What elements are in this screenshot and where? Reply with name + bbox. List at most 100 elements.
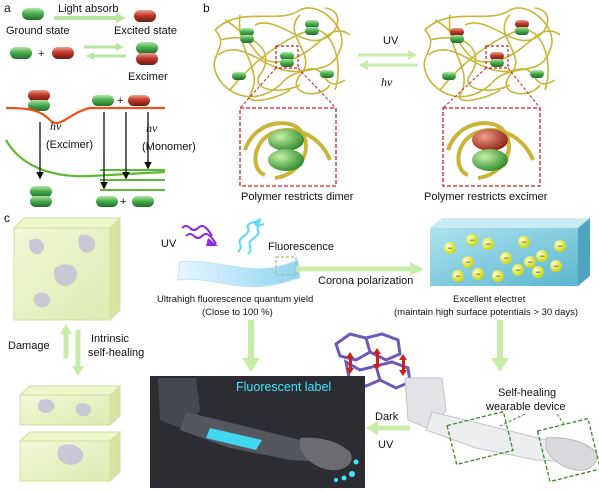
wearable-box-2 xyxy=(536,417,599,483)
monomer-transition-label: (Monomer) xyxy=(142,141,196,153)
negative-charge-icon xyxy=(482,238,494,250)
excimer-inset-top-icon xyxy=(472,129,508,151)
charge-sign: − xyxy=(448,243,453,253)
ground-molecule-icon xyxy=(10,47,32,59)
negative-charge-icon xyxy=(452,270,464,282)
dimer-inset-bottom-icon xyxy=(268,149,304,171)
charge-sign: − xyxy=(470,235,475,245)
panel-b-hv-label: hν xyxy=(381,75,393,89)
charge-sign: − xyxy=(528,257,533,267)
ground-monomer-plus: + xyxy=(120,196,126,208)
dark-label: Dark xyxy=(375,411,399,423)
ground-energy-curve xyxy=(5,139,166,178)
excimer-right-4-icon xyxy=(515,27,529,35)
excimer-molecule-top-icon xyxy=(136,53,158,65)
zoom-lines-right xyxy=(442,67,541,109)
charge-sign: − xyxy=(558,241,563,251)
ground-monomer-1-icon xyxy=(96,196,118,207)
negative-charge-icon xyxy=(518,236,530,248)
charge-sign: − xyxy=(522,237,527,247)
film-zoom-box xyxy=(275,256,297,276)
charge-sign: − xyxy=(496,271,501,281)
fluorescence-wave-icon xyxy=(237,221,265,255)
excimer-right-3-icon xyxy=(515,20,529,28)
electret-line2: (maintain high surface potentials > 30 d… xyxy=(394,307,578,318)
ground-state-label: Ground state xyxy=(6,25,70,37)
charge-group: −−−−−−−−−−−−−−− xyxy=(444,234,566,282)
charge-sign: − xyxy=(504,253,509,263)
negative-charge-icon xyxy=(466,234,478,246)
monomer-red-icon xyxy=(128,95,150,106)
dimer-left-1-icon xyxy=(240,28,254,36)
ground-dimer-bottom-icon xyxy=(30,196,52,207)
panel-c-letter: c xyxy=(4,211,10,225)
charge-sign: − xyxy=(466,257,471,267)
fluorescent-film xyxy=(177,259,301,288)
negative-charge-icon xyxy=(536,250,548,262)
plus-sign: + xyxy=(38,48,44,60)
excimer-molecule-bottom-icon xyxy=(136,42,158,54)
panel-b-letter: b xyxy=(203,1,210,15)
arm-light-image xyxy=(404,377,598,471)
negative-charge-icon xyxy=(444,242,456,254)
charge-sign: − xyxy=(554,261,559,271)
excimer-upper-green-icon xyxy=(28,100,50,111)
panel-b-uv-label: UV xyxy=(383,35,399,47)
charge-sign: − xyxy=(486,239,491,249)
stacking-arrows xyxy=(346,348,407,376)
dimer-left-8-icon xyxy=(320,70,334,78)
elastomer-cube-pristine xyxy=(12,216,122,322)
monomer-green-icon xyxy=(92,95,114,106)
elastomer-cut-piece-bottom xyxy=(18,430,122,483)
damage-label: Damage xyxy=(8,340,50,352)
intrinsic-label-line2: self-healing xyxy=(88,347,144,359)
monomer-plus: + xyxy=(117,95,123,107)
charge-sign: − xyxy=(540,251,545,261)
uv-wave-icon xyxy=(181,225,217,245)
yield-line2: (Close to 100 %) xyxy=(202,307,273,318)
uv-label: UV xyxy=(161,238,177,250)
electret-line1: Excellent electret xyxy=(453,294,526,305)
excited-molecule-icon xyxy=(52,47,74,59)
yield-line1: Ultrahigh fluorescence quantum yield xyxy=(157,294,313,305)
excimer-right-1-icon xyxy=(450,28,464,36)
dimer-left-6-icon xyxy=(280,59,294,67)
excited-state-label: Excited state xyxy=(114,25,177,37)
negative-charge-icon xyxy=(550,260,562,272)
excimer-right-5-icon xyxy=(490,52,504,60)
excimer-right-7-icon xyxy=(442,72,456,80)
dimer-left-5-icon xyxy=(280,52,294,60)
right-caption: Polymer restricts excimer xyxy=(424,191,548,203)
excimer-hv-symbol: hν xyxy=(50,119,62,133)
negative-charge-icon xyxy=(500,252,512,264)
dimer-left-4-icon xyxy=(305,27,319,35)
uv-label-2: UV xyxy=(378,439,394,451)
fluorescence-label: Fluorescence xyxy=(268,241,334,253)
negative-charge-icon xyxy=(472,268,484,280)
ground-monomer-2-icon xyxy=(132,196,154,207)
negative-charge-icon xyxy=(492,270,504,282)
wearable-box-1 xyxy=(446,410,514,466)
left-caption: Polymer restricts dimer xyxy=(241,191,354,203)
excited-state-molecule-icon xyxy=(134,10,156,22)
arm-dark-image xyxy=(158,378,359,482)
excimer-label: Excimer xyxy=(128,71,168,83)
dimer-inset-top-icon xyxy=(268,129,304,151)
light-absorb-label: Light absorb xyxy=(58,3,119,15)
negative-charge-icon xyxy=(532,266,544,278)
intrinsic-label-line1: Intrinsic xyxy=(91,333,129,345)
negative-charge-icon xyxy=(512,264,524,276)
elastomer-cut-piece-top xyxy=(18,384,122,427)
corona-label: Corona polarization xyxy=(318,275,413,287)
charge-sign: − xyxy=(536,267,541,277)
monomer-hv-symbol: hν xyxy=(146,121,158,135)
negative-charge-icon xyxy=(462,256,474,268)
excimer-energy-curve xyxy=(5,106,165,125)
self-healing-line2: wearable device xyxy=(485,401,566,413)
negative-charge-icon xyxy=(554,240,566,252)
excimer-inset-bottom-icon xyxy=(472,149,508,171)
zoom-box-right xyxy=(485,45,509,69)
excimer-right-8-icon xyxy=(530,70,544,78)
panel-a-letter: a xyxy=(4,1,11,15)
